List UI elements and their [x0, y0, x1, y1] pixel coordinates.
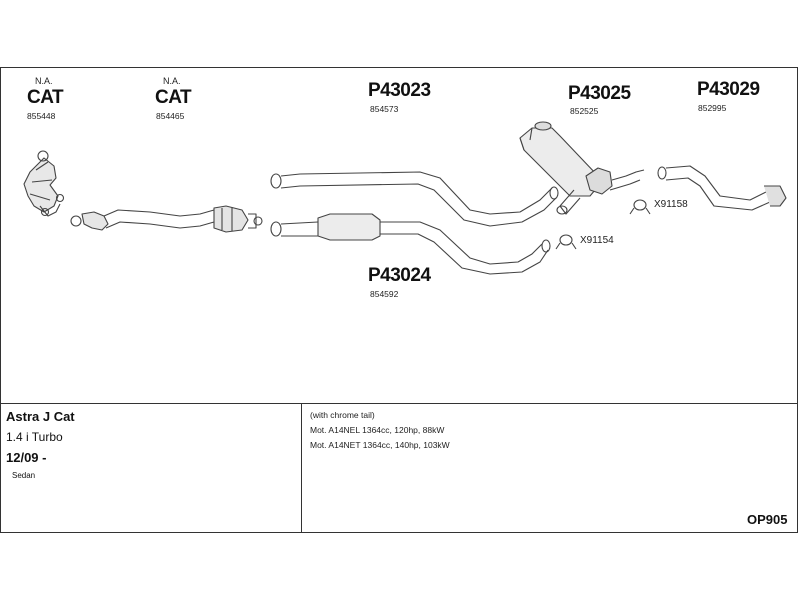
note-engine-a14net: Mot. A14NET 1364cc, 140hp, 103kW	[310, 440, 450, 450]
system-code: OP905	[747, 512, 788, 527]
p43024-label: P43024	[368, 265, 431, 286]
vehicle-date: 12/09 -	[6, 450, 47, 465]
p43029-label: P43029	[697, 79, 760, 100]
cat2-na-note: N.A.	[163, 76, 181, 86]
clamp-x91154-icon	[555, 234, 577, 250]
cat2-label: CAT	[155, 87, 192, 108]
front-pipe-cat-icon	[70, 205, 263, 233]
cat1-na-note: N.A.	[35, 76, 53, 86]
pipe-p43023-icon	[270, 171, 559, 227]
clamp-x91154-label: X91154	[580, 235, 614, 246]
vehicle-engine: 1.4 i Turbo	[6, 430, 63, 444]
p43025-number: 852525	[570, 106, 599, 116]
silencer-p43025-icon	[519, 121, 645, 215]
vehicle-body: Sedan	[12, 471, 36, 480]
vertical-divider	[301, 404, 302, 532]
note-engine-a14nel: Mot. A14NEL 1364cc, 120hp, 88kW	[310, 425, 445, 435]
tailpipe-p43029-icon	[657, 165, 787, 211]
manifold-cat-icon	[23, 150, 65, 217]
p43023-label: P43023	[368, 80, 431, 101]
horizontal-divider	[1, 403, 797, 404]
p43024-number: 854592	[370, 289, 399, 299]
note-chrome-tail: (with chrome tail)	[310, 410, 375, 420]
cat1-label: CAT	[27, 87, 64, 108]
diagram-frame	[0, 67, 798, 533]
clamp-x91158-icon	[629, 199, 651, 215]
p43029-number: 852995	[698, 103, 727, 113]
cat2-number: 854465	[156, 111, 185, 121]
cat1-number: 855448	[27, 111, 56, 121]
p43025-label: P43025	[568, 83, 631, 104]
p43023-number: 854573	[370, 104, 399, 114]
vehicle-model: Astra J Cat	[6, 409, 75, 424]
clamp-x91158-label: X91158	[654, 199, 688, 210]
pipe-p43024-icon	[270, 213, 551, 275]
